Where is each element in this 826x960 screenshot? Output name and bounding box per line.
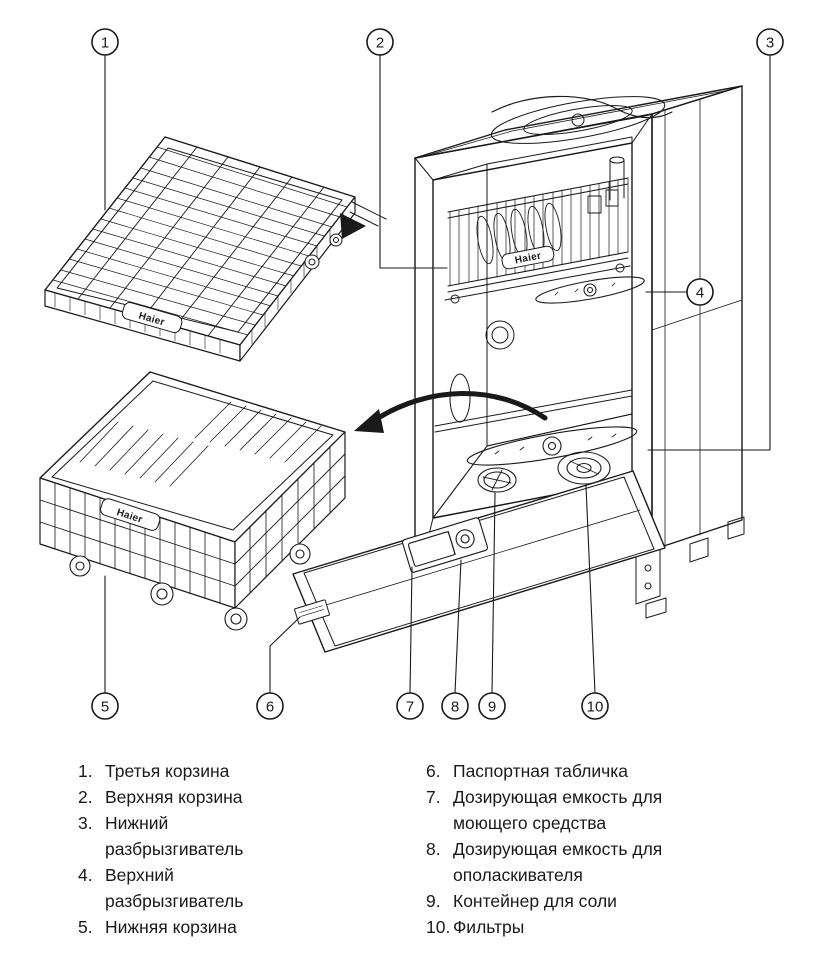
legend-item: 1. Третья корзина <box>78 758 308 784</box>
brand-logo: Haier <box>514 251 542 267</box>
callouts: 1 2 3 4 5 6 7 8 9 10 <box>91 28 784 720</box>
legend-item-label: Контейнер для соли <box>453 891 617 911</box>
legend-column-left: 1. Третья корзина 2. Верхняя корзина 3. … <box>78 758 308 940</box>
legend-item: 2. Верхняя корзина <box>78 784 308 810</box>
legend-item-number: 5. <box>78 917 93 937</box>
callout-10: 10 <box>581 692 609 720</box>
slide-arrow-icon <box>340 213 366 239</box>
lower-basket-drawing: Haier <box>39 371 346 631</box>
legend-item: 6. Паспортная табличка <box>426 758 726 784</box>
callout-5: 5 <box>91 692 119 720</box>
legend-item: 9. Контейнер для соли <box>426 888 726 914</box>
basket-rails <box>434 389 633 433</box>
callout-7-number: 7 <box>406 699 414 716</box>
legend-item-label: Верхний разбрызгиватель <box>105 865 244 911</box>
legend-item: 3. Нижний разбрызгиватель <box>78 810 308 862</box>
callout-8-number: 8 <box>451 699 459 716</box>
legend-item-number: 6. <box>426 761 441 781</box>
door-drawing <box>292 470 666 653</box>
brand-badge-third-rack: Haier <box>121 302 183 334</box>
legend-item-label: Дозирующая емкость для моющего средства <box>453 787 663 833</box>
legend-item-number: 9. <box>426 891 441 911</box>
third-rack-wall-ticks <box>54 211 344 354</box>
callout-4-number: 4 <box>696 285 704 302</box>
upper-spray-arm-drawing <box>535 276 645 304</box>
callout-9-number: 9 <box>488 699 496 716</box>
legend-item-label: Нижний разбрызгиватель <box>105 813 244 859</box>
legend-item-number: 7. <box>426 787 441 807</box>
dispenser-drawing <box>401 517 489 573</box>
salt-container-drawing <box>477 467 517 493</box>
upper-basket-drawing: Haier <box>444 177 631 304</box>
leader-10 <box>585 485 596 694</box>
leader-3 <box>647 54 771 451</box>
legend-item-number: 1. <box>78 761 93 781</box>
legend-column-right: 6. Паспортная табличка 7. Дозирующая емк… <box>426 758 726 940</box>
legend-item-number: 4. <box>78 865 93 885</box>
legend-item-number: 3. <box>78 813 93 833</box>
third-rack-grid <box>52 146 348 337</box>
legend-item: 5. Нижняя корзина <box>78 914 308 940</box>
brand-badge-upper: Haier <box>501 245 555 270</box>
callout-4: 4 <box>686 278 714 306</box>
brand-badge-lower-basket: Haier <box>100 498 161 531</box>
inlet-column <box>609 156 625 201</box>
legend-item: 10. Фильтры <box>426 914 726 940</box>
leader-2 <box>379 54 448 269</box>
callout-2-number: 2 <box>376 35 384 52</box>
rating-plate-drawing <box>294 599 330 625</box>
slide-out-arrow-icon <box>354 391 548 433</box>
callout-9: 9 <box>478 692 506 720</box>
callout-6-number: 6 <box>266 699 274 716</box>
legend-item: 4. Верхний разбрызгиватель <box>78 862 308 914</box>
lower-spray-arm-drawing <box>466 426 638 466</box>
lower-basket-wires <box>54 446 331 604</box>
callout-10-number: 10 <box>587 699 604 716</box>
callout-7: 7 <box>396 692 424 720</box>
callout-6: 6 <box>256 692 284 720</box>
leader-9 <box>491 492 496 694</box>
legend-item-label: Верхняя корзина <box>105 787 243 807</box>
plates-detail <box>476 189 619 265</box>
tub-wall-detail <box>449 373 471 423</box>
filter-assembly-drawing <box>557 451 611 485</box>
leader-lines <box>104 54 771 694</box>
basket-wheels <box>69 543 311 631</box>
callout-2: 2 <box>366 28 394 56</box>
legend-item: 7. Дозирующая емкость для моющего средст… <box>426 784 726 836</box>
callout-3-number: 3 <box>766 35 774 52</box>
leader-8 <box>454 559 462 694</box>
legend-item-number: 2. <box>78 787 93 807</box>
legend-item-number: 10. <box>426 917 451 937</box>
callout-5-number: 5 <box>101 699 109 716</box>
callout-8: 8 <box>441 692 469 720</box>
legend-item-label: Нижняя корзина <box>105 917 237 937</box>
legend-item-label: Дозирующая емкость для ополаскивателя <box>453 839 663 885</box>
third-rack-drawing: Haier <box>44 136 387 362</box>
lower-basket-tines <box>79 401 322 487</box>
legend-item-label: Паспортная табличка <box>453 761 629 781</box>
callout-1: 1 <box>91 28 119 56</box>
legend-item-label: Третья корзина <box>105 761 230 781</box>
leader-7 <box>409 566 413 694</box>
legend-item-label: Фильтры <box>453 917 525 937</box>
legend-item-number: 8. <box>426 839 441 859</box>
callout-1-number: 1 <box>101 35 109 52</box>
legend-item: 8. Дозирующая емкость для ополаскивателя <box>426 836 726 888</box>
tub-port-detail <box>485 320 515 350</box>
callout-3: 3 <box>756 28 784 56</box>
leader-6 <box>269 616 301 694</box>
inlet-hose <box>491 95 673 119</box>
